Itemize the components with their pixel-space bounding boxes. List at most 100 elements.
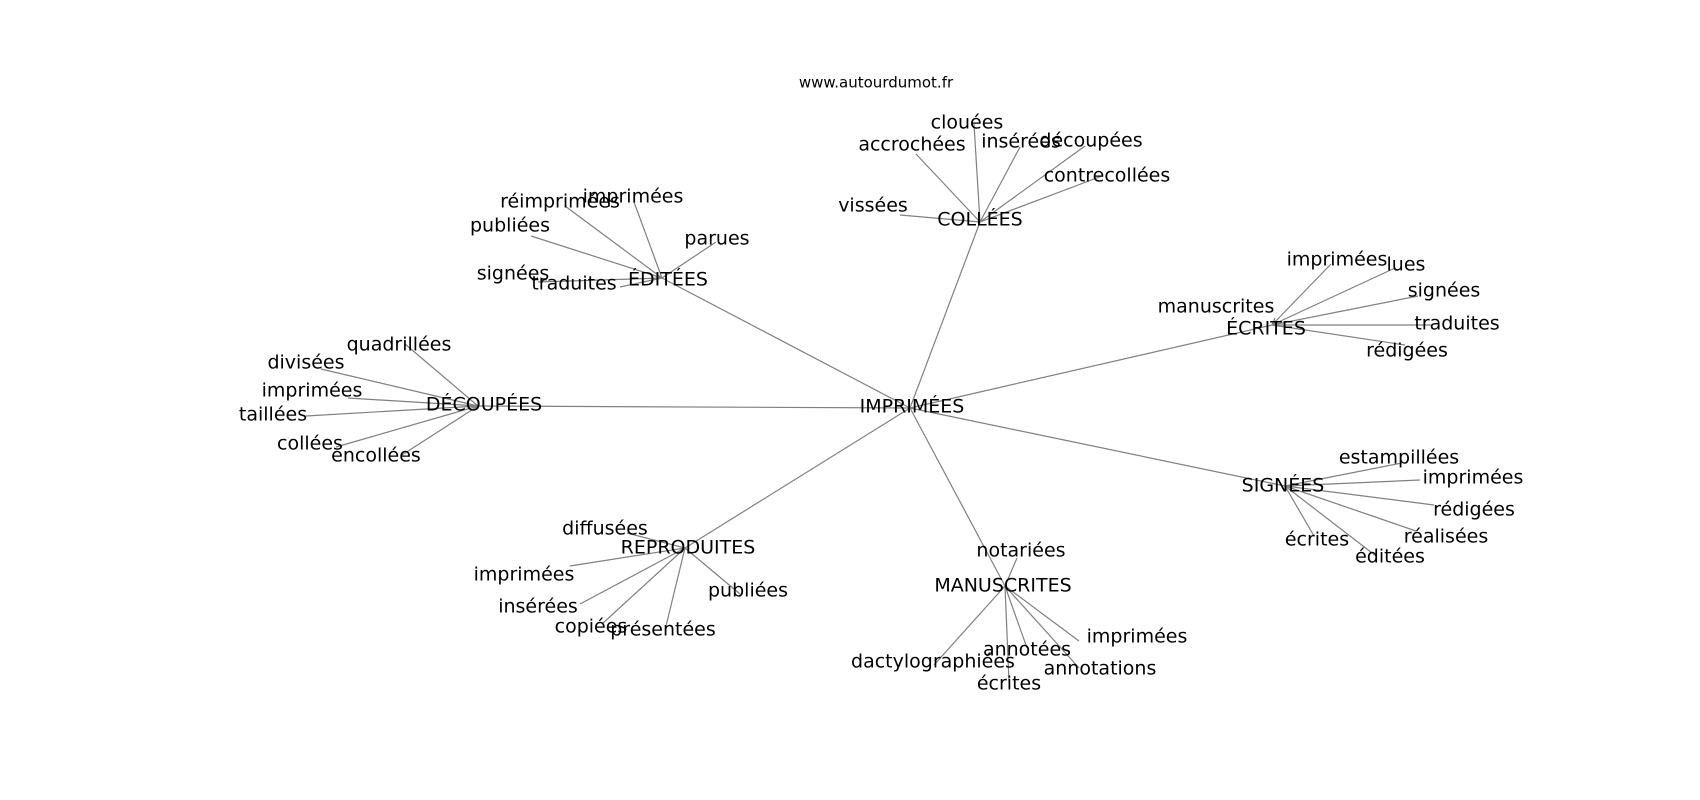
leaf-label-signees-5: éditées <box>1355 546 1425 568</box>
leaf-label-collees-3: découpées <box>1039 130 1142 152</box>
leaf-label-editees-4: signées <box>477 263 550 285</box>
edge-root-signees <box>909 407 1286 487</box>
leaf-label-editees-1: imprimées <box>583 186 684 208</box>
node-label-signees: SIGNÉES <box>1242 474 1325 497</box>
leaf-label-collees-1: accrochées <box>858 134 965 156</box>
edges <box>305 123 1435 683</box>
edge-decoupees-2 <box>347 397 479 407</box>
edge-decoupees-0 <box>404 343 479 407</box>
edge-reproduites-1 <box>569 547 686 567</box>
node-label-manuscrites: MANUSCRITES <box>934 575 1071 597</box>
edge-root-ecrites <box>909 324 1273 409</box>
node-label-reproduites: REPRODUITES <box>621 537 756 559</box>
leaf-label-manuscrites-2: annotées <box>983 639 1071 661</box>
edge-reproduites-5 <box>684 547 741 595</box>
edge-editees-3 <box>661 241 717 279</box>
edge-reproduites-4 <box>665 547 686 627</box>
leaf-label-ecrites-5: rédigées <box>1366 340 1448 362</box>
edge-collees-0 <box>973 123 981 223</box>
leaf-label-decoupees-1: divisées <box>267 352 344 374</box>
edge-decoupees-3 <box>305 405 479 417</box>
edge-root-editees <box>661 277 911 409</box>
edge-signees-0 <box>1284 462 1403 487</box>
edge-root-collees <box>909 221 981 409</box>
edge-ecrites-0 <box>1271 263 1332 326</box>
leaf-label-signees-3: réalisées <box>1404 526 1488 548</box>
leaf-label-editees-5: traduites <box>531 273 616 295</box>
edge-collees-4 <box>979 175 1103 223</box>
leaf-label-collees-4: contrecollées <box>1044 165 1171 187</box>
leaf-label-editees-2: publiées <box>470 215 550 237</box>
leaf-label-ecrites-2: manuscrites <box>1158 296 1275 318</box>
leaf-label-signees-1: imprimées <box>1423 467 1524 489</box>
leaf-label-reproduites-2: insérées <box>498 596 578 618</box>
edge-ecrites-1 <box>1271 267 1396 326</box>
edge-manuscrites-1 <box>1004 585 1080 642</box>
leaf-label-editees-3: parues <box>684 228 749 250</box>
edge-manuscrites-5 <box>1004 585 1010 683</box>
edge-manuscrites-4 <box>1004 585 1080 669</box>
edge-root-reproduites <box>684 407 911 549</box>
edge-decoupees-5 <box>401 405 479 456</box>
node-label-ecrites: ÉCRITES <box>1226 317 1306 340</box>
leaf-label-decoupees-5: encollées <box>331 445 421 467</box>
leaf-label-decoupees-0: quadrillées <box>347 334 452 356</box>
edge-ecrites-5 <box>1271 324 1406 346</box>
leaf-label-reproduites-1: imprimées <box>474 564 575 586</box>
site-url: www.autourdumot.fr <box>799 74 954 92</box>
edge-manuscrites-0 <box>1004 557 1018 587</box>
leaf-label-decoupees-3: taillées <box>239 404 307 426</box>
edge-manuscrites-3 <box>933 585 1006 666</box>
leaf-label-ecrites-0: imprimées <box>1287 249 1388 271</box>
leaf-label-manuscrites-0: notariées <box>976 540 1065 562</box>
edge-signees-4 <box>1284 485 1315 537</box>
edge-reproduites-0 <box>626 532 686 549</box>
leaf-label-manuscrites-1: imprimées <box>1087 626 1188 648</box>
edge-editees-5 <box>619 277 663 288</box>
leaf-label-ecrites-1: lues <box>1387 254 1426 276</box>
leaf-label-reproduites-4: présentées <box>610 619 716 641</box>
edge-manuscrites-2 <box>1004 585 1028 649</box>
edge-collees-1 <box>915 153 981 223</box>
edge-collees-2 <box>979 146 1021 223</box>
edge-root-decoupees <box>477 405 911 409</box>
edge-editees-4 <box>537 277 663 283</box>
edge-collees-3 <box>979 145 1086 223</box>
leaf-label-signees-4: écrites <box>1285 529 1349 551</box>
edge-editees-2 <box>530 235 663 279</box>
root-node-label: IMPRIMÉES <box>860 395 965 418</box>
leaf-label-collees-2: insérées <box>981 131 1061 153</box>
leaf-label-collees-5: vissées <box>838 195 908 217</box>
leaf-label-manuscrites-3: dactylographiées <box>851 651 1015 673</box>
leaf-label-decoupees-2: imprimées <box>262 380 363 402</box>
leaf-label-manuscrites-4: annotations <box>1044 658 1157 680</box>
leaf-label-manuscrites-5: écrites <box>977 673 1041 695</box>
leaf-label-reproduites-0: diffusées <box>562 518 648 540</box>
edge-ecrites-3 <box>1271 295 1419 326</box>
leaf-label-ecrites-4: traduites <box>1414 313 1499 335</box>
leaf-label-signees-2: rédigées <box>1433 499 1515 521</box>
edge-reproduites-2 <box>579 547 686 605</box>
edge-signees-5 <box>1284 485 1377 557</box>
node-label-decoupees: DÉCOUPÉES <box>426 393 542 416</box>
edge-signees-1 <box>1284 479 1421 487</box>
node-label-editees: ÉDITÉES <box>628 268 708 291</box>
edge-ecrites-2 <box>1271 317 1276 326</box>
edge-reproduites-3 <box>601 547 686 625</box>
node-label-collees: COLLÉES <box>937 208 1022 231</box>
leaf-label-decoupees-4: collées <box>277 433 343 455</box>
edge-decoupees-4 <box>335 405 479 448</box>
leaf-label-signees-0: estampillées <box>1339 447 1459 469</box>
edge-editees-1 <box>633 201 663 279</box>
edge-decoupees-1 <box>320 368 479 407</box>
edge-editees-0 <box>564 205 663 279</box>
leaf-label-editees-0: réimprimées <box>500 191 620 213</box>
leaf-label-ecrites-3: signées <box>1408 280 1481 302</box>
edge-signees-3 <box>1284 485 1417 532</box>
edge-collees-5 <box>899 214 981 223</box>
leaf-label-reproduites-5: publiées <box>708 580 788 602</box>
leaf-label-collees-0: clouées <box>931 112 1004 134</box>
edge-root-manuscrites <box>909 407 1006 587</box>
